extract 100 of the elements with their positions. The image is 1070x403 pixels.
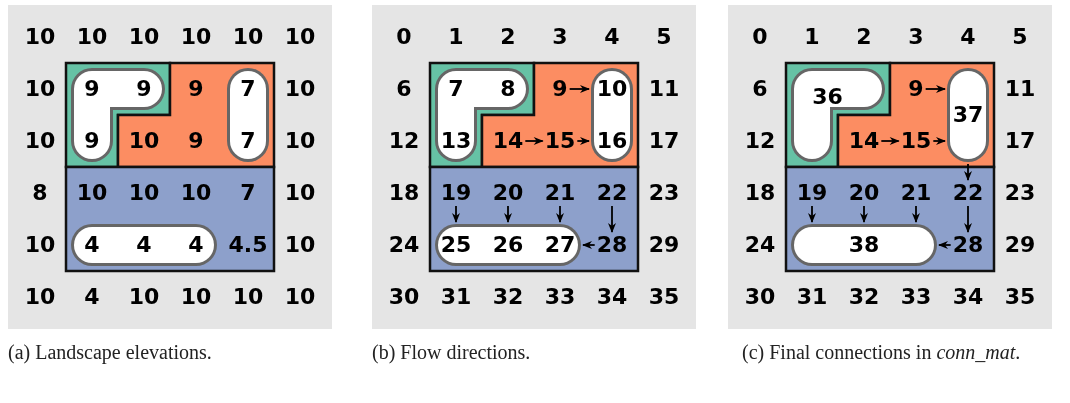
cell-index: 26	[492, 234, 524, 256]
cell-index: 17	[648, 130, 680, 152]
cell-index: 31	[796, 286, 828, 308]
cell-index: 5	[1012, 26, 1028, 48]
elevation-value: 10	[128, 286, 160, 308]
arrow	[860, 205, 868, 223]
cell-index: 9	[908, 78, 924, 100]
elevation-value: 10	[180, 26, 212, 48]
cell-index: 28	[952, 234, 984, 256]
cell-index: 29	[1004, 234, 1036, 256]
elevation-value: 9	[188, 130, 204, 152]
cell-index: 24	[388, 234, 420, 256]
cell-index: 12	[388, 130, 420, 152]
arrow	[452, 205, 460, 223]
cell-index: 15	[544, 130, 576, 152]
arrow	[880, 137, 900, 145]
cell-index: 5	[656, 26, 672, 48]
cell-index: 19	[796, 182, 828, 204]
elevation-value: 10	[232, 286, 264, 308]
cell-index: 30	[744, 286, 776, 308]
cell-index: 12	[744, 130, 776, 152]
cell-index: 17	[1004, 130, 1036, 152]
elevation-value: 10	[180, 182, 212, 204]
elevation-value: 7	[240, 78, 256, 100]
elevation-value: 7	[240, 130, 256, 152]
elevation-value: 9	[136, 78, 152, 100]
cell-index: 11	[1004, 78, 1036, 100]
cell-index: 11	[648, 78, 680, 100]
cell-index: 9	[552, 78, 568, 100]
cell-index: 4	[960, 26, 976, 48]
cell-index: 4	[604, 26, 620, 48]
arrow	[932, 137, 946, 145]
cell-index: 33	[544, 286, 576, 308]
elevation-value: 10	[24, 130, 56, 152]
arrow	[924, 85, 946, 93]
elevation-value: 10	[284, 130, 316, 152]
elevation-value: 4	[136, 234, 152, 256]
elevation-value: 10	[128, 26, 160, 48]
elevation-value: 10	[284, 182, 316, 204]
elevation-value: 7	[240, 182, 256, 204]
elevation-value: 10	[24, 286, 56, 308]
cell-index: 28	[596, 234, 628, 256]
cell-index: 14	[848, 130, 880, 152]
arrow	[608, 205, 616, 233]
cell-index: 23	[1004, 182, 1036, 204]
cell-index: 0	[752, 26, 768, 48]
cell-index: 34	[596, 286, 628, 308]
arrow	[938, 241, 952, 249]
cell-index: 38	[848, 234, 880, 256]
cell-index: 2	[856, 26, 872, 48]
cell-index: 16	[596, 130, 628, 152]
cell-index: 14	[492, 130, 524, 152]
cell-index: 6	[752, 78, 768, 100]
cell-index: 8	[500, 78, 516, 100]
cell-index: 22	[596, 182, 628, 204]
elevation-value: 4	[188, 234, 204, 256]
cell-index: 22	[952, 182, 984, 204]
arrow	[912, 205, 920, 223]
arrow	[964, 205, 972, 233]
subfigure-label: (c) Final connections in conn_mat.	[742, 340, 1022, 365]
arrow	[568, 85, 590, 93]
elevation-value: 4	[84, 234, 100, 256]
cell-index: 2	[500, 26, 516, 48]
cell-index: 31	[440, 286, 472, 308]
cell-index: 24	[744, 234, 776, 256]
cell-index: 35	[648, 286, 680, 308]
cell-index: 3	[908, 26, 924, 48]
cell-index: 35	[1004, 286, 1036, 308]
cell-index: 27	[544, 234, 576, 256]
arrow	[504, 205, 512, 223]
elevation-value: 10	[76, 182, 108, 204]
cell-index: 15	[900, 130, 932, 152]
cell-index: 18	[388, 182, 420, 204]
cell-index: 3	[552, 26, 568, 48]
elevation-value: 10	[24, 234, 56, 256]
cell-index: 21	[900, 182, 932, 204]
elevation-value: 10	[24, 26, 56, 48]
elevation-value: 10	[284, 78, 316, 100]
cell-index: 29	[648, 234, 680, 256]
arrow	[556, 205, 564, 223]
cell-index: 34	[952, 286, 984, 308]
arrow	[582, 241, 596, 249]
cell-index: 10	[596, 78, 628, 100]
cell-index: 36	[812, 85, 843, 108]
cell-index: 20	[492, 182, 524, 204]
elevation-value: 10	[24, 78, 56, 100]
elevation-value: 10	[128, 130, 160, 152]
cell-index: 30	[388, 286, 420, 308]
arrow	[808, 205, 816, 223]
cell-index: 20	[848, 182, 880, 204]
cell-index: 18	[744, 182, 776, 204]
cell-index: 6	[396, 78, 412, 100]
elevation-value: 10	[76, 26, 108, 48]
elevation-value: 10	[284, 26, 316, 48]
elevation-value: 10	[232, 26, 264, 48]
elevation-value: 9	[84, 78, 100, 100]
subfigure-label: (b) Flow directions.	[372, 340, 532, 365]
elevation-value: 8	[32, 182, 48, 204]
arrow	[576, 137, 590, 145]
elevation-value: 10	[128, 182, 160, 204]
